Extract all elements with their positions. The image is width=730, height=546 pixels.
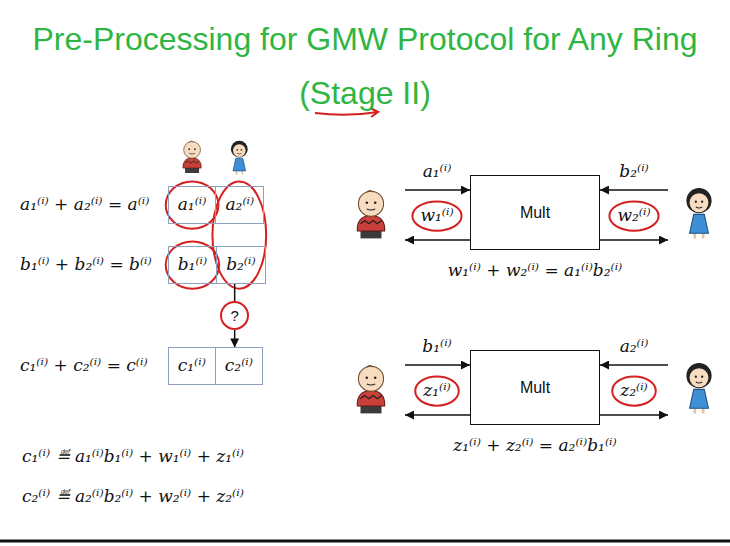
wire-label: a₂⁽ⁱ⁾ <box>620 336 649 357</box>
definition-equation: c₁⁽ⁱ⁾ ≝ a₁⁽ⁱ⁾b₁⁽ⁱ⁾ + w₁⁽ⁱ⁾ + z₁⁽ⁱ⁾ <box>22 446 244 467</box>
input-wire <box>405 364 470 366</box>
hand-circle <box>612 376 656 405</box>
party-figure <box>357 366 384 414</box>
output-wire <box>405 239 470 241</box>
party-figure <box>357 191 384 239</box>
wire-label: b₂⁽ⁱ⁾ <box>619 161 648 182</box>
output-share: z₁⁽ⁱ⁾ <box>423 380 451 401</box>
product-equation: z₁⁽ⁱ⁾ + z₂⁽ⁱ⁾ = a₂⁽ⁱ⁾b₁⁽ⁱ⁾ <box>453 435 616 456</box>
product-equation: w₁⁽ⁱ⁾ + w₂⁽ⁱ⁾ = a₁⁽ⁱ⁾b₂⁽ⁱ⁾ <box>448 260 623 281</box>
mult-functionality-box: Mult <box>470 175 600 250</box>
output-share: w₁⁽ⁱ⁾ <box>420 205 453 226</box>
hand-circle <box>166 241 219 288</box>
hand-circle <box>166 181 219 228</box>
share-equation: a₁⁽ⁱ⁾ + a₂⁽ⁱ⁾ = a⁽ⁱ⁾ <box>20 194 149 215</box>
share-box: a₁⁽ⁱ⁾a₂⁽ⁱ⁾ <box>168 186 264 223</box>
node-text: Mult <box>520 203 550 222</box>
node-text: a₂⁽ⁱ⁾ <box>215 187 263 222</box>
flow-connector <box>234 330 236 347</box>
output-share: z₂⁽ⁱ⁾ <box>620 380 648 401</box>
node-text: Mult <box>520 378 550 397</box>
node-text: ? <box>231 308 239 323</box>
node-text: b₂⁽ⁱ⁾ <box>216 247 264 282</box>
node-text: b₁⁽ⁱ⁾ <box>169 247 216 282</box>
share-box: c₁⁽ⁱ⁾c₂⁽ⁱ⁾ <box>168 347 263 384</box>
output-wire <box>600 414 668 416</box>
node-text: c₁⁽ⁱ⁾ <box>169 348 215 383</box>
share-equation: c₁⁽ⁱ⁾ + c₂⁽ⁱ⁾ = c⁽ⁱ⁾ <box>20 355 148 376</box>
wire-label: b₁⁽ⁱ⁾ <box>422 336 451 357</box>
node-text: c₂⁽ⁱ⁾ <box>215 348 262 383</box>
hand-circle <box>412 201 461 230</box>
wire-label: a₁⁽ⁱ⁾ <box>423 161 452 182</box>
party-figure <box>231 141 248 175</box>
party-figure <box>183 141 201 173</box>
slide-title: Pre-Processing for GMW Protocol for Any … <box>20 12 710 120</box>
hand-circle <box>609 201 658 230</box>
output-share: w₂⁽ⁱ⁾ <box>617 205 650 226</box>
input-wire <box>600 364 668 366</box>
party-figure <box>686 363 711 413</box>
slide-border <box>0 540 730 543</box>
node-text: a₁⁽ⁱ⁾ <box>169 187 216 222</box>
question-circle: ? <box>220 301 249 330</box>
share-box: b₁⁽ⁱ⁾b₂⁽ⁱ⁾ <box>168 246 266 283</box>
share-equation: b₁⁽ⁱ⁾ + b₂⁽ⁱ⁾ = b⁽ⁱ⁾ <box>20 254 152 275</box>
output-wire <box>600 239 668 241</box>
definition-equation: c₂⁽ⁱ⁾ ≝ a₂⁽ⁱ⁾b₂⁽ⁱ⁾ + w₂⁽ⁱ⁾ + z₂⁽ⁱ⁾ <box>22 486 244 507</box>
input-wire <box>600 189 668 191</box>
input-wire <box>405 189 470 191</box>
hand-circle <box>415 376 459 405</box>
flow-connector <box>234 284 236 301</box>
hand-circle <box>212 181 266 288</box>
output-wire <box>405 414 470 416</box>
mult-functionality-box: Mult <box>470 350 600 425</box>
party-figure <box>686 188 711 238</box>
